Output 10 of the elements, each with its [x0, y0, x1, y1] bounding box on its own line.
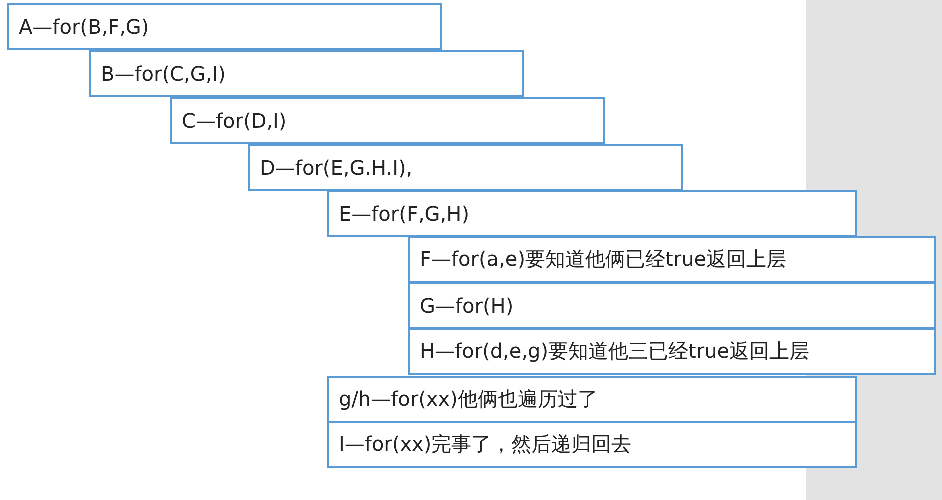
text-box: I—for(xx)完事了，然后递归回去 — [327, 421, 857, 468]
text-box: g/h—for(xx)他俩也遍历过了 — [327, 376, 857, 423]
text-box: B—for(C,G,I) — [89, 50, 524, 97]
text-box: G—for(H) — [408, 282, 936, 329]
text-box: E—for(F,G,H) — [327, 190, 857, 237]
text-box: A—for(B,F,G) — [7, 3, 442, 50]
text-box: D—for(E,G.H.I), — [248, 144, 683, 191]
text-box: F—for(a,e)要知道他俩已经true返回上层 — [408, 236, 936, 283]
text-box: C—for(D,I) — [170, 97, 605, 144]
text-box: H—for(d,e,g)要知道他三已经true返回上层 — [408, 328, 936, 375]
